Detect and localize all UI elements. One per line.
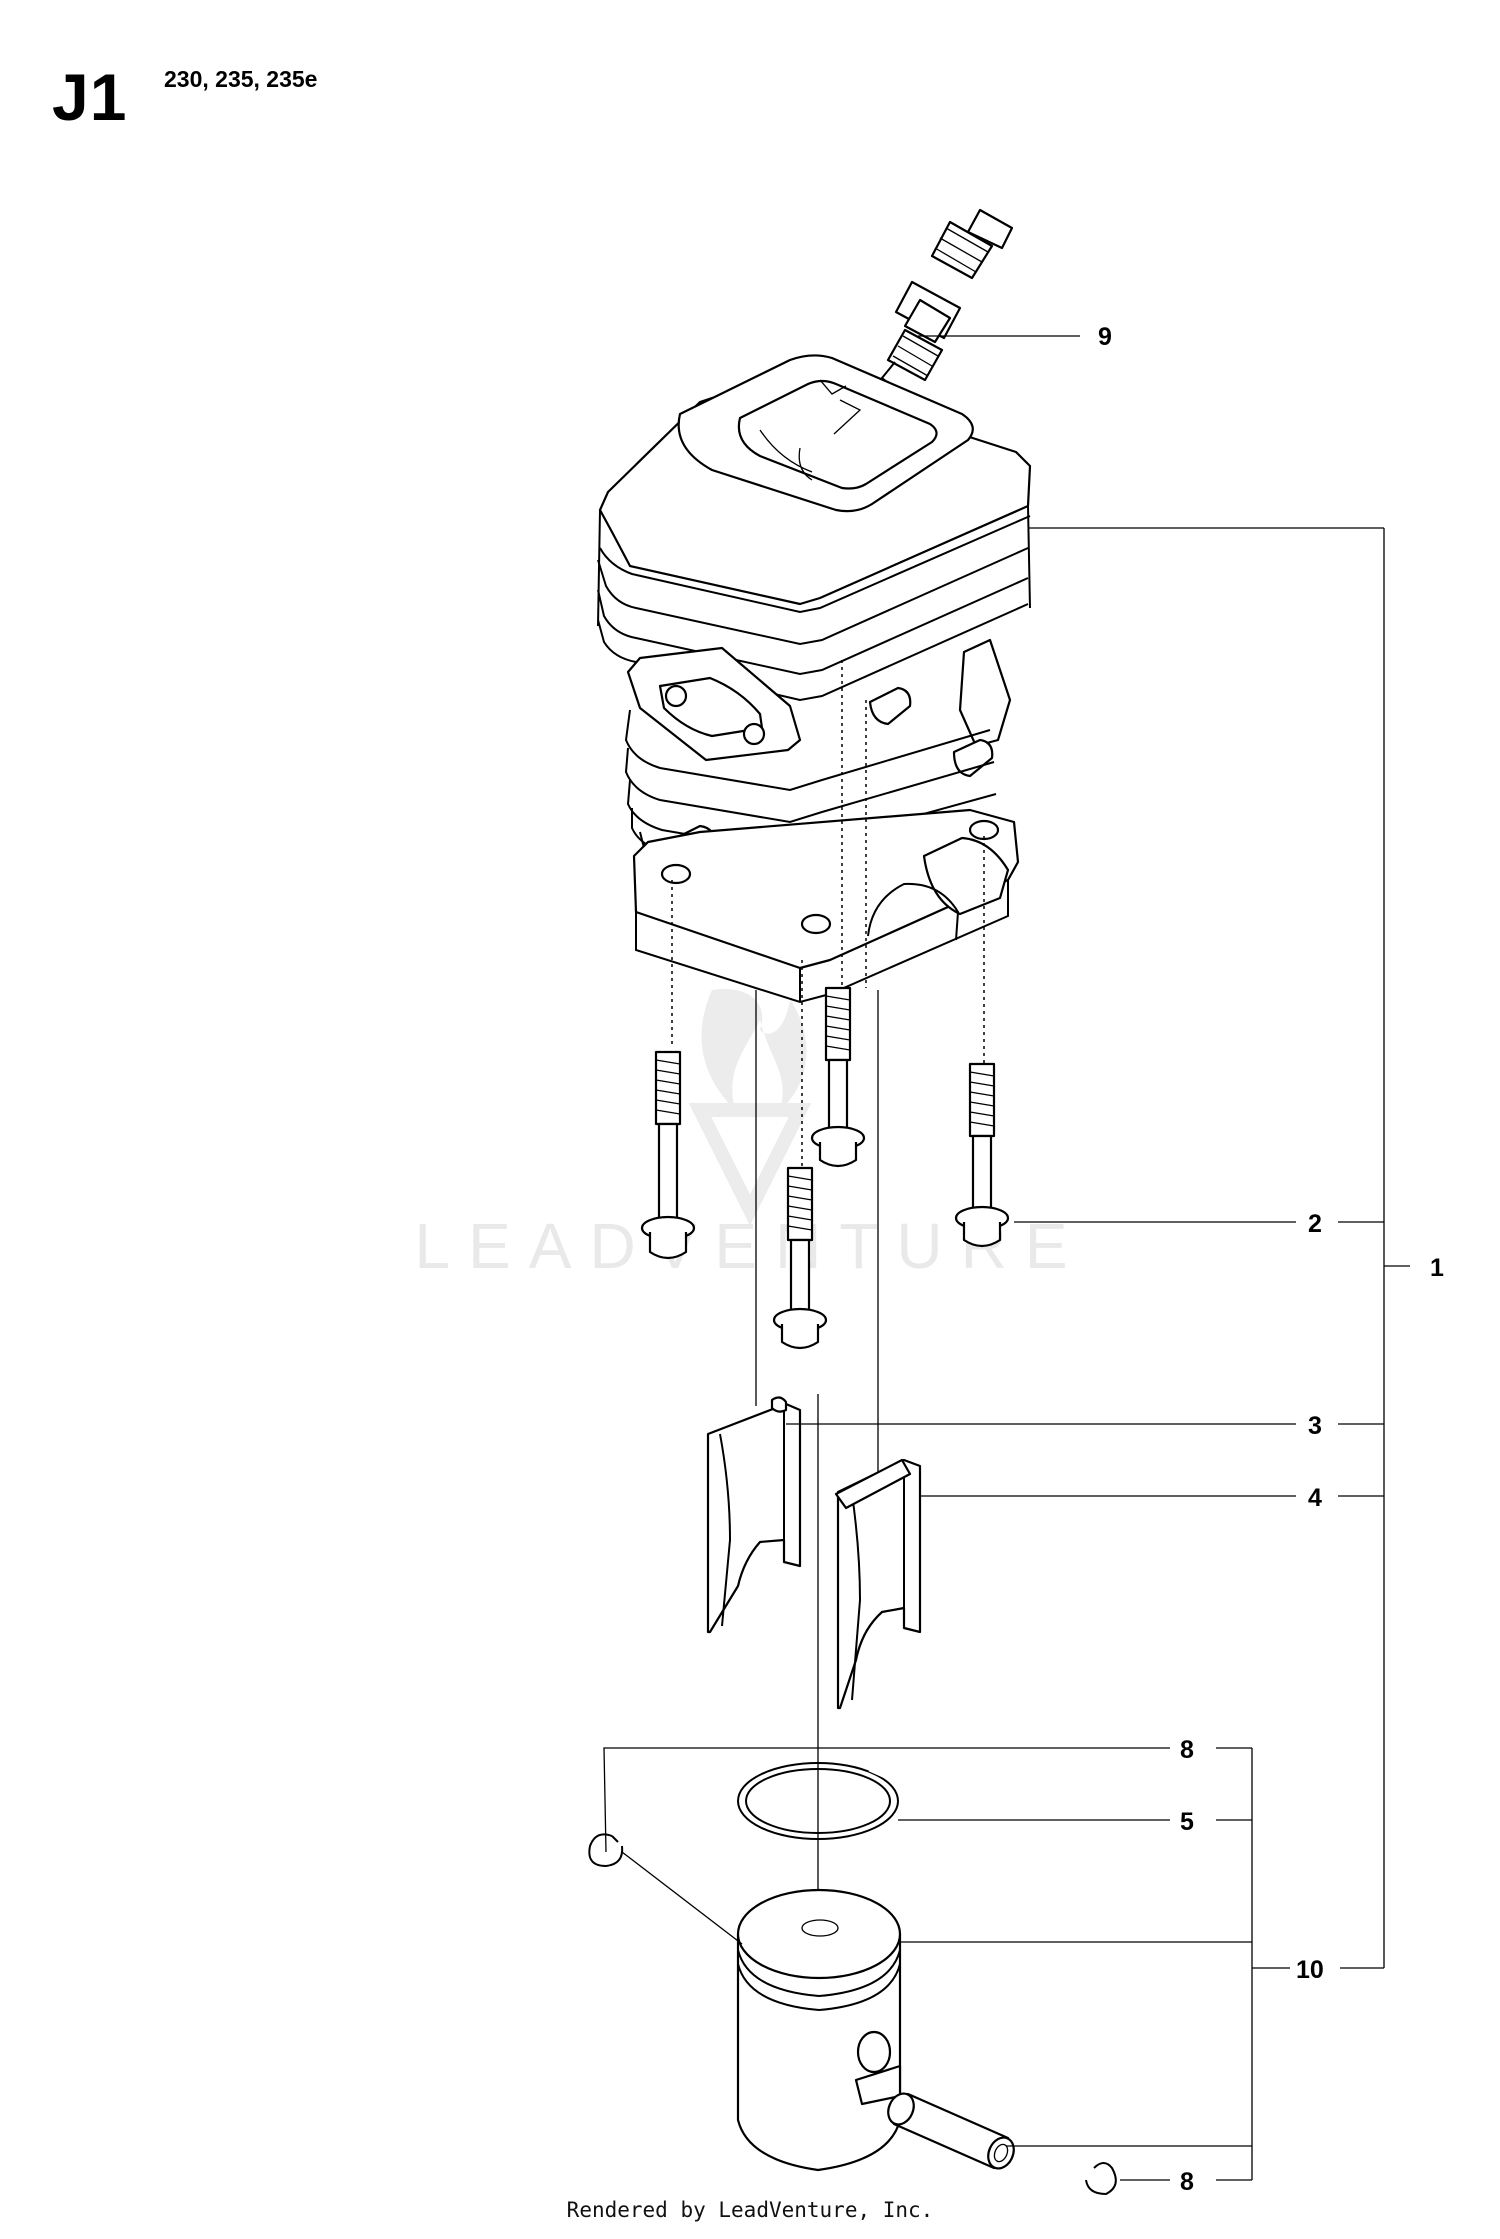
callout-2: 2 [1308,1210,1322,1238]
cylinder [597,354,1032,1004]
cylinder-bolt [772,1166,828,1350]
bore-guide-lines [755,990,879,1938]
model-list: 230, 235, 235e [164,66,318,92]
bolt-guide-lines [671,660,985,1168]
footer-credit: Rendered by LeadVenture, Inc. [566,2198,934,2222]
transfer-port-cover-right [834,1458,922,1710]
callout-8-lower: 8 [1180,2168,1194,2196]
circlip-upper [588,1833,624,1868]
piston-ring [737,1762,899,1840]
callout-3: 3 [1308,1412,1322,1440]
cylinder-bolts [640,986,1010,1350]
cylinder-bolt [954,1062,1010,1248]
callout-9: 9 [1098,323,1112,351]
callout-10: 10 [1296,1956,1324,1984]
cylinder-bolt [810,986,866,1168]
cylinder-bolt [640,1050,696,1260]
watermark-logo-icon [688,989,812,1226]
callout-4: 4 [1308,1484,1322,1512]
callout-1: 1 [1430,1254,1444,1282]
callout-labels: 9 2 1 3 4 8 5 10 8 [1098,323,1444,2196]
section-code: J1 [52,60,128,134]
callout-8-upper: 8 [1180,1736,1194,1764]
leader-lines [603,335,1410,2181]
piston [736,1888,902,2172]
circlip-lower [1085,2162,1117,2196]
spark-plug [880,208,1014,387]
transfer-port-cover-left [706,1396,802,1634]
wrist-pin [887,2092,1015,2170]
callout-5: 5 [1180,1808,1194,1836]
